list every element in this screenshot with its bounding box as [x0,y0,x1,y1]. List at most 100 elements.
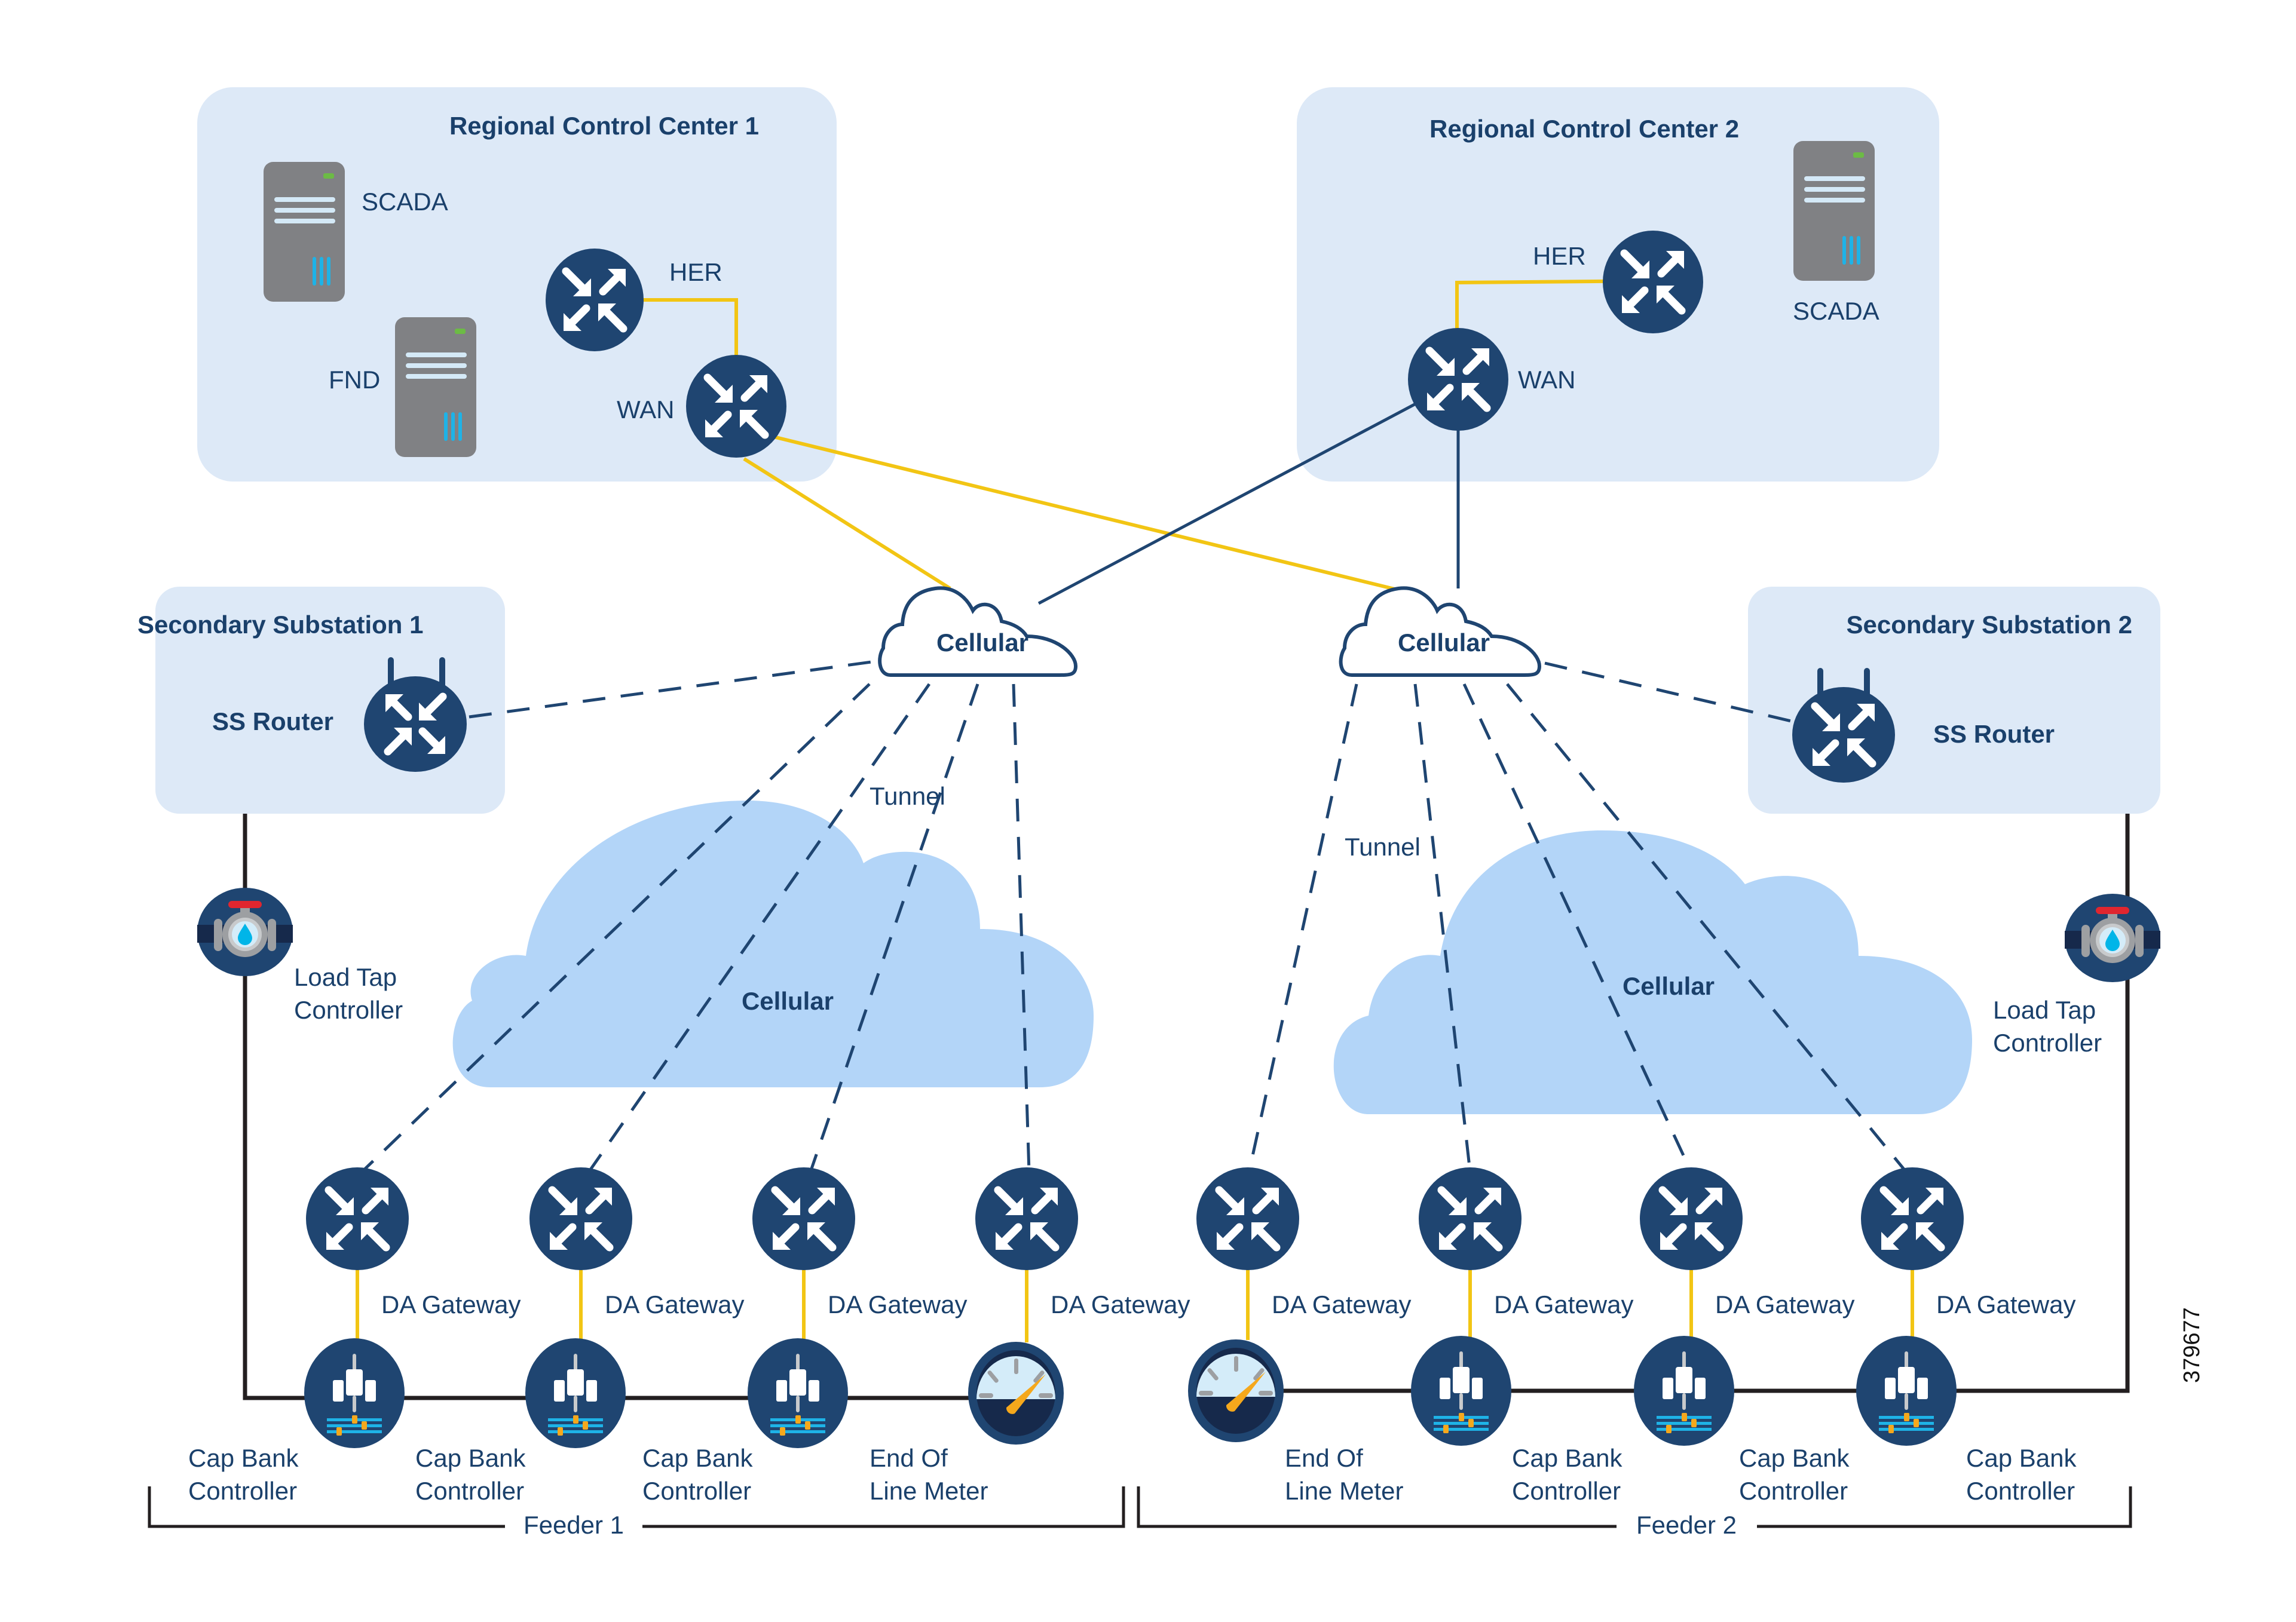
her-router-icon [1603,231,1703,333]
end-of-line-meter-icon [1188,1339,1284,1442]
ltc-label-line1: Load Tap [1993,996,2096,1024]
da-gateway-label: DA Gateway [1715,1290,1854,1319]
cap-bank-controller-icon [304,1338,405,1448]
device-label-line1: Cap Bank [1966,1444,2077,1472]
device-label-line2: Controller [188,1477,297,1505]
device-label-line1: End Of [870,1444,948,1472]
her-label: HER [669,258,723,286]
tunnel-label-right: Tunnel [1345,833,1421,861]
da-gateway-label: DA Gateway [1272,1290,1411,1319]
wan-router-icon [1408,328,1508,431]
scada-label: SCADA [362,188,448,216]
ss-router-label: SS Router [212,707,333,735]
gateway-layer: DA Gateway DA Gateway DA Gateway DA Gateway… [306,1167,2075,1342]
device-label-line1: Cap Bank [1512,1444,1622,1472]
feeder2-bracket-right [1757,1486,2132,1528]
wan-router-icon [686,355,786,458]
tunnel-gw7 [1462,683,1693,1173]
tunnel-ss2 [1544,661,1799,725]
ltc-label-line2: Controller [294,996,403,1024]
da-gateway-router-icon [1640,1167,1743,1270]
device-label-line1: Cap Bank [415,1444,526,1472]
da-gateway-label: DA Gateway [1494,1290,1633,1319]
ltc-label-line2: Controller [1993,1029,2102,1057]
feeder1-bracket-left [148,1486,505,1528]
ss-router-icon [1792,668,1895,783]
ss-router-icon [364,657,467,772]
her-label: HER [1533,242,1586,270]
da-gateway-router-icon [529,1167,632,1270]
tunnel-label-left: Tunnel [870,782,945,810]
zone-title-rcc1: Regional Control Center 1 [449,112,759,140]
da-gateway-label: DA Gateway [828,1290,967,1319]
cellular-cloud-right [1333,830,1972,1114]
scada-label: SCADA [1793,297,1879,325]
tunnel-gw5 [1247,683,1358,1173]
device-label-line1: Cap Bank [188,1444,299,1472]
tunnel-gw3 [809,683,979,1173]
scada-server-icon [1793,141,1875,281]
end-of-line-meter-icon [968,1342,1064,1445]
zone-title-ss1: Secondary Substation 1 [137,611,423,639]
cap-bank-controller-icon [1856,1336,1957,1446]
device-label-line2: Controller [642,1477,751,1505]
cloud-label: Cellular [936,628,1028,657]
device-label-line2: Controller [1512,1477,1621,1505]
cloud-label: Cellular [1398,628,1490,657]
da-gateway-label: DA Gateway [1936,1290,2075,1319]
wan-label: WAN [617,395,674,424]
feeder1-line [243,814,992,1400]
tunnel-ss1 [469,658,885,719]
link-rcc2-her-wan [1455,279,1658,332]
da-gateway-router-icon [306,1167,409,1270]
wan-label: WAN [1518,366,1575,394]
device-label-line1: Cap Bank [1739,1444,1850,1472]
da-gateway-router-icon [975,1167,1078,1270]
her-router-icon [546,249,644,351]
link-rcc1-wan-cellular-left [743,457,951,590]
tunnel-gw4 [1012,683,1031,1173]
cap-bank-controller-icon [525,1338,626,1448]
feeder1-label: Feeder 1 [524,1511,624,1539]
feeder2-bracket-left [1137,1486,1617,1528]
da-gateway-router-icon [1861,1167,1964,1270]
link-rcc2-wan-cellular-left [1037,398,1423,605]
zone-title-ss2: Secondary Substation 2 [1847,611,2132,639]
device-label-line2: Line Meter [870,1477,988,1505]
device-label-line2: Line Meter [1285,1477,1403,1505]
scada-server-icon [264,162,345,302]
da-gateway-router-icon [1196,1167,1299,1270]
ss-router-label: SS Router [1933,720,2055,748]
zone-regional-control-center-1 [197,87,837,482]
cellular-cloud-left-label: Cellular [742,987,834,1015]
figure-id: 379677 [2179,1307,2205,1383]
fnd-server-icon [395,317,476,457]
tunnel-gw8 [1506,683,1908,1173]
cellular-cloud-small-left: Cellular [878,586,1078,677]
device-label-line2: Controller [1739,1477,1848,1505]
feeder2-line [1249,814,2130,1393]
da-gateway-router-icon [752,1167,855,1270]
tunnel-gw1 [360,683,871,1173]
device-label-line2: Controller [1966,1477,2075,1505]
da-gateway-label: DA Gateway [1051,1290,1190,1319]
tunnel-gw6 [1413,683,1472,1173]
feeder2-label: Feeder 2 [1636,1511,1737,1539]
load-tap-controller-icon [2065,894,2160,982]
da-gateway-label: DA Gateway [605,1290,744,1319]
feeder1-bracket-right [642,1486,1125,1528]
load-tap-controller-icon [197,888,293,976]
device-label-line1: End Of [1285,1444,1363,1472]
cellular-cloud-small-right: Cellular [1339,586,1542,677]
cap-bank-controller-icon [1634,1336,1734,1446]
cap-bank-controller-icon [1411,1336,1511,1446]
da-gateway-label: DA Gateway [381,1290,521,1319]
fnd-label: FND [329,366,380,394]
link-rcc1-her-wan [642,298,738,366]
cellular-cloud-left [452,801,1094,1087]
da-gateway-router-icon [1419,1167,1522,1270]
device-label-line2: Controller [415,1477,524,1505]
link-rcc1-wan-cellular-right [770,434,1405,593]
